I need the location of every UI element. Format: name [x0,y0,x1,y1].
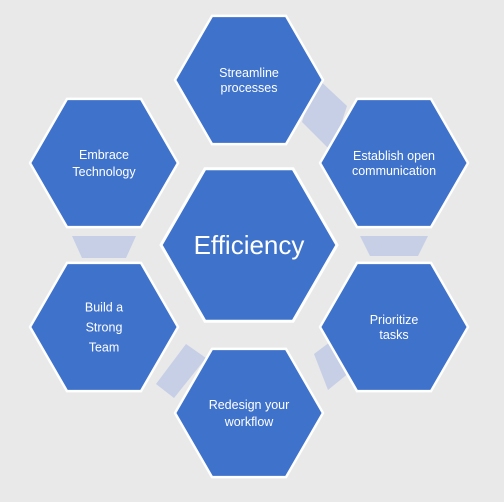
prioritize-hexagon-shape [318,261,470,393]
center-efficiency-hexagon-shape [159,167,339,323]
center-efficiency-hexagon: Efficiency [159,167,339,323]
redesign-hexagon: Redesign your workflow [173,347,325,479]
team-label-line: Build a [85,300,123,314]
prioritize-label-line: Prioritize [370,313,419,327]
technology-label-line: Technology [72,165,136,179]
team-hexagon-shape [28,261,180,393]
streamline-label-line: processes [221,81,278,95]
team-label-line: Strong [86,320,123,334]
streamline-label-line: Streamline [219,66,279,80]
communication-label-line: Establish open [353,149,435,163]
redesign-label-line: Redesign your [209,398,290,412]
connector-shape [360,236,428,256]
communication-label-line: communication [352,164,436,178]
technology-label-line: Embrace [79,148,129,162]
technology-hexagon-shape [28,97,180,229]
team-label-line: Team [89,340,120,354]
connector-shape [156,344,206,398]
prioritize-label-line: tasks [379,328,408,342]
communication-hexagon-shape [318,97,470,229]
streamline-hexagon-shape [173,14,325,146]
center-efficiency-label-line: Efficiency [194,230,305,260]
redesign-hexagon-shape [173,347,325,479]
connector-shape [72,236,136,258]
redesign-label-line: workflow [224,415,275,429]
